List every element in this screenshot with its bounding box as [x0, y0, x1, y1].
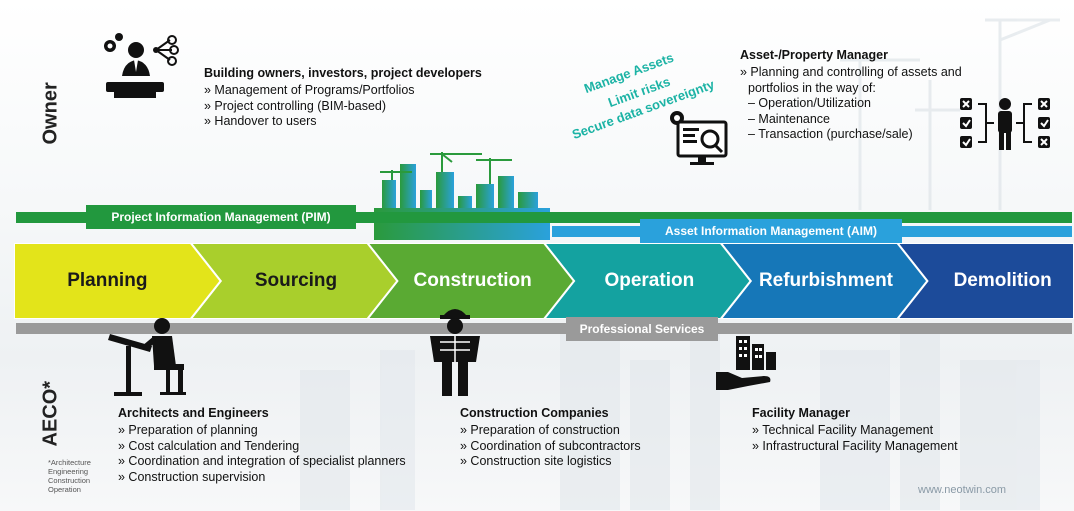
owner-block-title: Building owners, investors, project deve…: [204, 66, 482, 80]
owner-person-icon: [104, 33, 179, 98]
stage-label-construction: Construction: [413, 270, 532, 291]
owner-item: » Management of Programs/Portfolios: [204, 83, 415, 97]
aim-label: Asset Information Management (AIM): [640, 219, 902, 243]
architects-item: » Coordination and integration of specia…: [118, 454, 406, 468]
architects-item: » Cost calculation and Tendering: [118, 438, 300, 453]
stage-label-demolition: Demolition: [953, 270, 1052, 291]
analytics-monitor-icon: [670, 111, 728, 165]
city-skyline-icon: [374, 152, 550, 240]
owner-item: » Handover to users: [204, 114, 317, 128]
footer-url: www.neotwin.com: [918, 484, 1007, 496]
facility-text-block: Facility Manager » Technical Facility Ma…: [752, 406, 958, 454]
owner-item: » Project controlling (BIM-based): [204, 98, 387, 113]
construction-item: » Preparation of construction: [460, 423, 620, 437]
architects-item: » Construction supervision: [118, 469, 266, 484]
facility-item: » Infrastructural Facility Management: [752, 438, 958, 453]
construction-item: » Coordination of subcontractors: [460, 438, 641, 453]
pim-label: Project Information Management (PIM): [86, 205, 356, 229]
asset-item: – Operation/Utilization: [748, 96, 871, 110]
stage-chevron-planning: [14, 243, 222, 319]
owner-side-label: Owner: [39, 82, 62, 145]
checklist-person-icon: [960, 98, 1050, 150]
stage-chevrons: [14, 243, 1074, 319]
construction-text-block: Construction Companies » Preparation of …: [460, 406, 641, 470]
aeco-footnote: *Architecture Engineering Construction O…: [48, 458, 91, 494]
facility-block-title: Facility Manager: [752, 406, 850, 420]
stage-label-refurbishment: Refurbishment: [758, 270, 894, 291]
hand-holding-buildings-icon: [716, 336, 776, 390]
stage-label-planning: Planning: [67, 270, 148, 291]
construction-worker-icon: [430, 309, 480, 396]
aeco-side-label: AECO*: [39, 380, 62, 447]
architect-at-desk-icon: [108, 318, 186, 396]
asset-item: – Maintenance: [748, 111, 831, 126]
stage-label-sourcing: Sourcing: [254, 270, 338, 291]
architects-block-title: Architects and Engineers: [118, 406, 269, 420]
services-label: Professional Services: [566, 317, 718, 341]
facility-item: » Technical Facility Management: [752, 423, 934, 437]
architects-item: » Preparation of planning: [118, 423, 258, 437]
asset-item: » Planning and controlling of assets and: [740, 65, 962, 79]
construction-item: » Construction site logistics: [460, 454, 612, 468]
asset-item: – Transaction (purchase/sale): [748, 127, 913, 141]
asset-block-title: Asset-/Property Manager: [740, 48, 888, 62]
stage-label-operation: Operation: [604, 270, 695, 291]
asset-item: portfolios in the way of:: [748, 80, 876, 95]
asset-manager-text-block: Asset-/Property Manager » Planning and c…: [740, 48, 962, 143]
architects-text-block: Architects and Engineers » Preparation o…: [118, 406, 406, 485]
services-line: [16, 323, 1072, 334]
owner-text-block: Building owners, investors, project deve…: [204, 66, 482, 130]
construction-block-title: Construction Companies: [460, 406, 609, 420]
lifecycle-stages: Planning Sourcing Construction Operation Ref…: [14, 243, 1074, 319]
pim-line: [16, 212, 1072, 223]
